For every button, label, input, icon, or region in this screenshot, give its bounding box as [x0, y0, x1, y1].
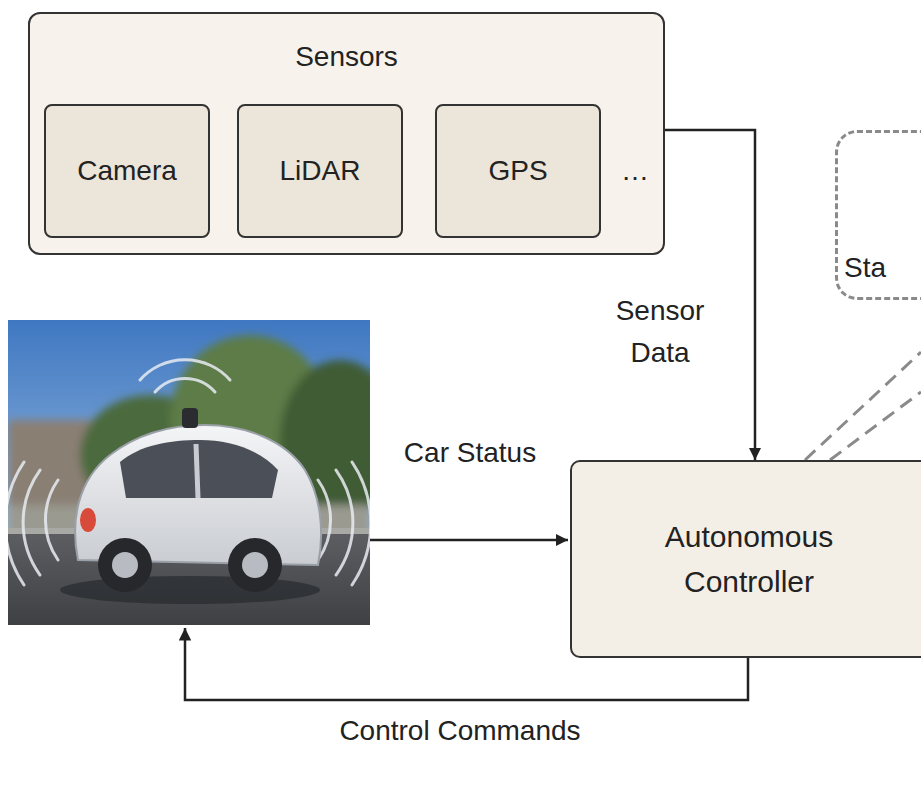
art-shape [352, 462, 370, 585]
status-arrow [370, 539, 568, 542]
sensor-box: GPS [435, 104, 601, 238]
sensor-box: LiDAR [237, 104, 403, 238]
tail-light [80, 508, 96, 532]
art-shape [140, 360, 230, 380]
car-window [120, 440, 278, 498]
node-text: Sta [844, 247, 886, 289]
car-pillar [196, 444, 198, 498]
process-box: Autonomous Controller [570, 460, 921, 658]
car-photo [8, 320, 370, 625]
art-shape [45, 480, 58, 560]
node-text: LiDAR [280, 150, 361, 192]
wheel-hub [242, 552, 268, 578]
car-shadow [60, 576, 320, 604]
sensor-waves [8, 360, 370, 585]
signal-label: Control Commands [330, 710, 590, 752]
signal-label: Car Status [395, 432, 545, 474]
node-text: GPS [488, 150, 547, 192]
group-box: SensorsCamera LiDAR GPS [28, 12, 665, 255]
art-shape [336, 470, 353, 575]
ellipsis-mark: … [610, 150, 660, 192]
art-shape [155, 378, 215, 392]
node-text: Autonomous Controller [649, 514, 849, 604]
edge-label: Sensor Data [595, 290, 725, 374]
wheel [98, 538, 152, 592]
art-shape [8, 462, 24, 585]
node-text: Sensors [295, 36, 398, 78]
zoom-line [805, 352, 921, 460]
node-text: Camera [77, 150, 177, 192]
wheel [228, 538, 282, 592]
roof-sensor [182, 408, 198, 428]
wheel-hub [112, 552, 138, 578]
sensor-box: Camera [44, 104, 210, 238]
zoom-line [830, 392, 921, 460]
dashed-box: Sta [835, 130, 921, 300]
art-shape [23, 470, 40, 575]
